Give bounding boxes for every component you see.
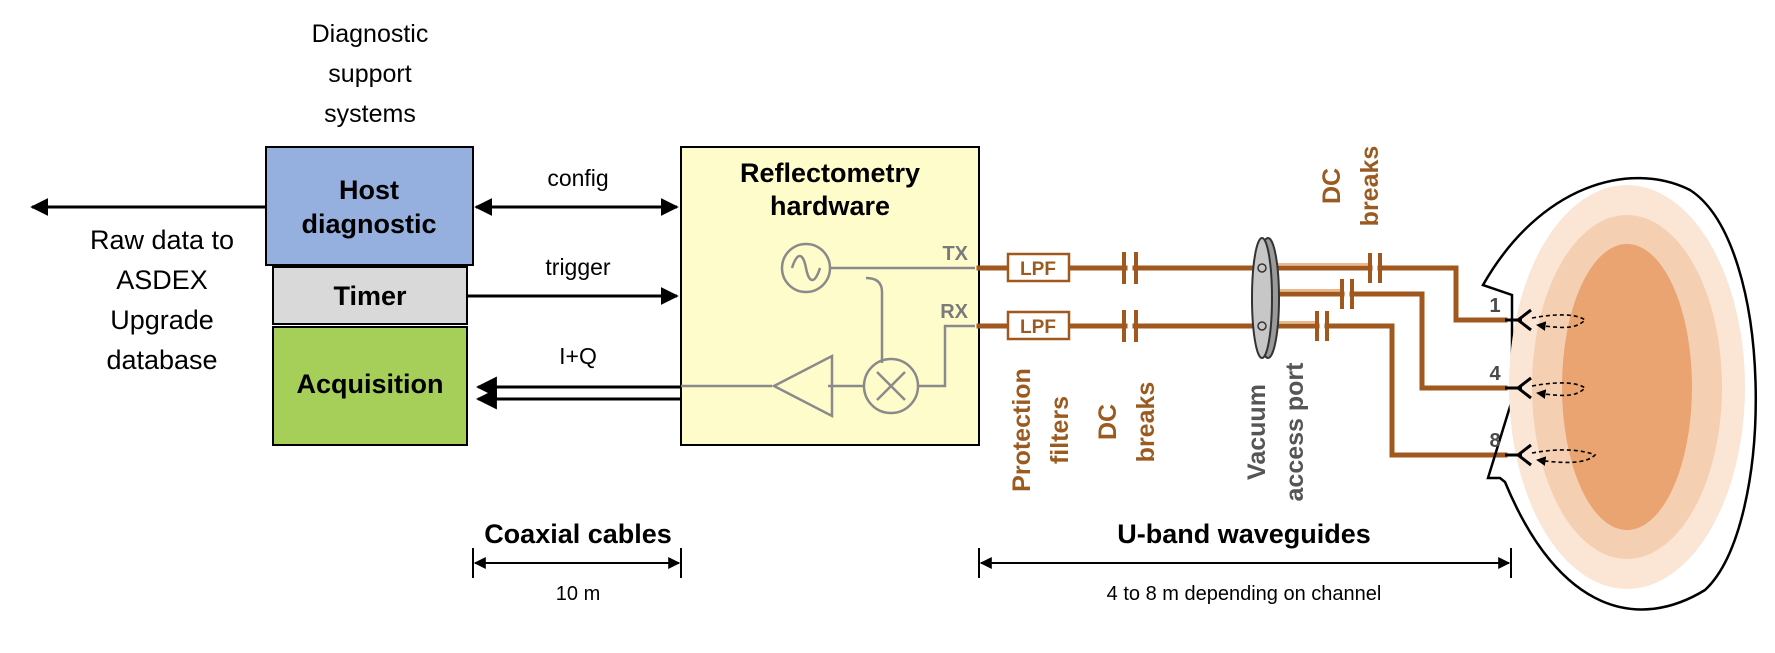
antenna-channel-4 xyxy=(1505,376,1532,400)
svg-text:database: database xyxy=(106,345,217,375)
antenna-channel-8 xyxy=(1505,443,1532,467)
reflectometry-hardware-box: Reflectometry hardware xyxy=(680,146,980,446)
svg-text:Vacuum: Vacuum xyxy=(1243,384,1271,480)
svg-text:4: 4 xyxy=(1489,363,1501,385)
lpf-rx: LPF xyxy=(1006,310,1071,341)
waveguide-channel-4 xyxy=(1271,289,1508,391)
tx-label: TX xyxy=(942,243,968,265)
lpf-tx: LPF xyxy=(1006,252,1071,283)
svg-text:access port: access port xyxy=(1281,362,1309,502)
svg-text:Raw data to: Raw data to xyxy=(90,225,234,255)
channel-numbers: 1 4 8 xyxy=(1489,295,1501,452)
dc-break-tx xyxy=(1122,252,1138,284)
svg-text:8: 8 xyxy=(1489,430,1500,452)
antenna-channel-1 xyxy=(1505,308,1532,332)
mixer-symbol xyxy=(862,357,920,415)
coaxial-dimension xyxy=(472,548,682,578)
svg-text:Protection: Protection xyxy=(1008,368,1036,492)
raw-data-label: Raw data to ASDEX Upgrade database xyxy=(90,225,234,375)
waveguide-channel-8 xyxy=(1271,321,1508,458)
acquisition-box: Acquisition xyxy=(272,326,468,446)
svg-text:diagnostic: diagnostic xyxy=(301,209,436,239)
svg-text:1: 1 xyxy=(1489,295,1500,317)
svg-text:LPF: LPF xyxy=(1020,259,1056,280)
coaxial-length: 10 m xyxy=(556,583,600,605)
svg-text:LPF: LPF xyxy=(1020,317,1056,338)
dc-breaks-bottom-label: DC breaks xyxy=(1094,382,1160,463)
waveguide-dimension xyxy=(978,548,1512,578)
coaxial-title: Coaxial cables xyxy=(484,519,672,549)
waveguide-channel-1 xyxy=(1271,263,1508,323)
timer-box: Timer xyxy=(272,266,468,325)
internal-wiring xyxy=(681,266,975,388)
svg-text:breaks: breaks xyxy=(1356,146,1384,227)
protection-filters-label: Protection filters xyxy=(1008,368,1074,492)
dc-break-rx xyxy=(1122,310,1138,342)
dc-breaks-top-label: DC breaks xyxy=(1318,146,1384,227)
config-label: config xyxy=(547,165,608,191)
iq-label: I+Q xyxy=(559,343,597,369)
trigger-label: trigger xyxy=(545,254,611,280)
svg-text:DC: DC xyxy=(1318,168,1346,204)
rx-label: RX xyxy=(940,301,968,323)
svg-text:Acquisition: Acquisition xyxy=(297,369,444,399)
amplifier-symbol xyxy=(771,353,834,419)
svg-text:filters: filters xyxy=(1046,396,1074,464)
waveguide-title: U-band waveguides xyxy=(1117,519,1371,549)
svg-text:Host: Host xyxy=(339,175,399,205)
support-systems-label: Diagnostic support systems xyxy=(312,20,429,128)
waveguide-length: 4 to 8 m depending on channel xyxy=(1107,583,1382,605)
vessel-outline xyxy=(1481,176,1757,611)
svg-text:Upgrade: Upgrade xyxy=(110,305,214,335)
svg-text:support: support xyxy=(328,60,411,88)
svg-text:breaks: breaks xyxy=(1132,382,1160,463)
svg-text:Timer: Timer xyxy=(333,281,407,311)
iq-arrow xyxy=(475,376,681,410)
vacuum-flange xyxy=(1251,237,1280,359)
host-diagnostic-box: Host diagnostic xyxy=(265,146,474,266)
beam-reflections xyxy=(1531,314,1597,466)
svg-text:systems: systems xyxy=(324,100,416,128)
vacuum-port-label: Vacuum access port xyxy=(1243,362,1309,502)
svg-text:Reflectometry: Reflectometry xyxy=(740,158,920,188)
svg-text:DC: DC xyxy=(1094,404,1122,440)
plasma xyxy=(1509,185,1745,589)
svg-text:hardware: hardware xyxy=(770,191,890,221)
dc-breaks-waveguide xyxy=(1315,253,1382,341)
svg-text:ASDEX: ASDEX xyxy=(116,265,208,295)
svg-text:Diagnostic: Diagnostic xyxy=(312,20,429,48)
